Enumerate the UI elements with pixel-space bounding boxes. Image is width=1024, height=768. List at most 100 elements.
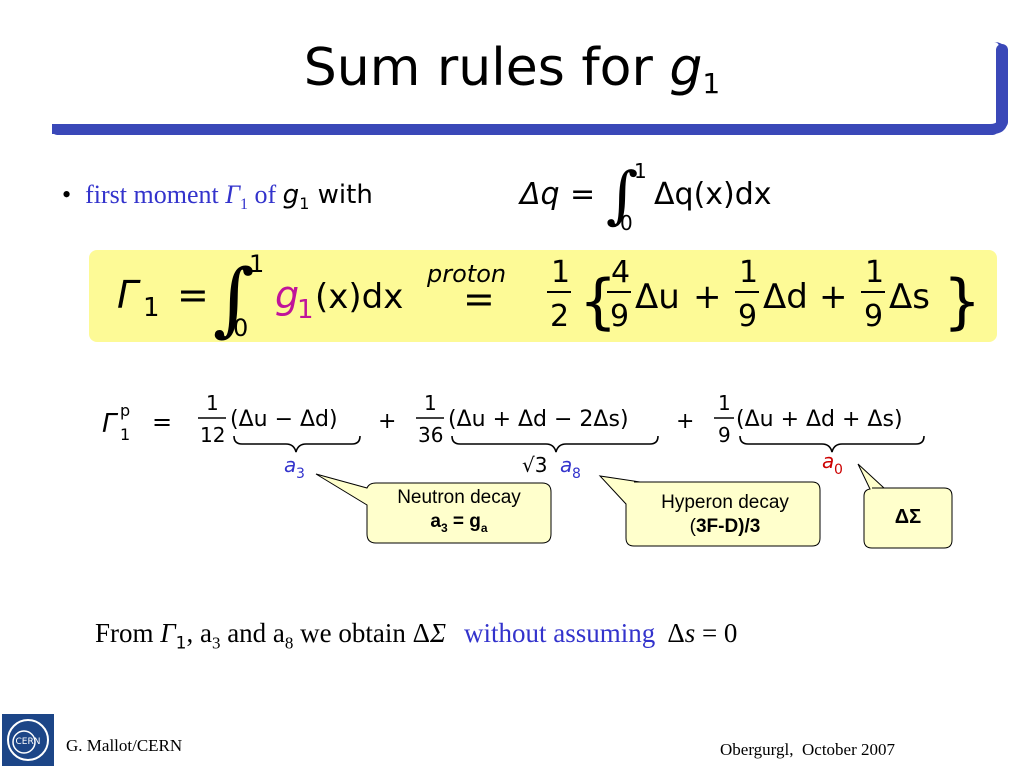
neutron-g-sub: a [480,520,488,535]
decomp-a3-label: a [284,453,296,477]
conclusion-from: From [95,618,161,648]
decomp-a0-label: a [822,449,834,473]
decomp-f1-expr: (Δu − Δd) [230,407,338,432]
decomp-a0-sub: 0 [834,462,843,478]
hyperon-open-paren: ( [689,516,696,537]
main-g-sub: 1 [297,295,314,325]
main-t2-den: 9 [738,299,757,334]
title-text: Sum rules for [303,38,670,98]
main-plus-2: + [819,277,848,317]
callout-sigma: ΔΣ [894,506,922,528]
callout-neutron-shape [315,473,552,544]
callout-neutron: Neutron decay a3 = ga [367,486,551,540]
decomp-f3-den: 9 [718,423,731,447]
main-arg: (x)dx [315,277,403,317]
callout-neutron-line2: a3 = ga [367,510,551,540]
decomp-f2-den: 36 [418,423,443,447]
conclusion-a8-sub: 8 [284,633,294,653]
decomp-f3-num: 1 [718,391,731,415]
main-over-label: proton [426,260,506,288]
cern-logo: CERN [2,714,54,766]
neutron-eq-g: = g [447,511,481,532]
main-g: g [275,273,299,317]
decomp-f2-num: 1 [424,391,437,415]
conclusion-delta: Δ [667,618,685,648]
main-equation: Γ 1 = ∫ 1 0 g 1 (x)dx proton = 1 2 { 4 9… [117,250,981,345]
footer-venue: Obergurgl, October 2007 [720,740,896,759]
conclusion-a: , a [186,618,212,648]
main-t2-term: Δd [763,277,808,317]
callout-hyperon: Hyperon decay (3F-D)/3 [630,491,820,539]
main-equation-box [89,250,997,342]
decomp-f1-den: 12 [200,423,225,447]
main-t1-den: 9 [610,299,629,334]
title-var: g [669,38,703,98]
bullet-gamma: Γ [225,180,240,209]
main-rbrace: } [943,267,981,337]
decomp-plus-2: + [676,409,694,434]
dq-eq: = [570,177,595,212]
bullet-first-moment: •first moment Γ1 of g1 with [62,180,373,214]
dq-integral-sign: ∫ [606,158,638,231]
main-eq2: = [463,277,495,321]
conclusion-a3-sub: 3 [211,633,221,653]
dq-int-upper: 1 [634,159,647,183]
decomp-f1-num: 1 [206,391,219,415]
main-t3-term: Δs [889,277,930,317]
decomp-f1-underbrace [233,435,361,453]
callout-hyperon-shape [598,475,821,547]
bullet-gamma-sub: 1 [240,196,248,214]
bullet-g: g [282,180,300,210]
decomp-f2-expr: (Δu + Δd − 2Δs) [448,407,629,432]
delta-q-equation: Δq = ∫ 1 0 Δq(x)dx [518,158,772,235]
dq-integrand: Δq(x)dx [654,177,772,212]
conclusion-gamma-sub: 1 [175,633,187,654]
callout-hyperon-line2: (3F-D)/3 [630,515,820,539]
main-t2-num: 1 [739,255,758,290]
main-int-upper: 1 [249,250,264,278]
main-integral-sign: ∫ [213,252,255,345]
conclusion-eq-zero: = 0 [695,618,738,648]
conclusion-sigma: Σ [430,618,447,648]
decomp-lhs: Γ [102,409,119,439]
main-eq: = [177,273,209,317]
main-t3-den: 9 [864,299,883,334]
conclusion-and-a: and a [220,618,285,648]
conclusion-gamma: Γ [160,618,176,648]
decomp-f2-underbrace [451,435,659,453]
cern-logo-text: CERN [16,737,41,747]
neutron-a-sub: 3 [440,520,448,535]
bullet-symbol: • [62,180,72,209]
decomp-a8-label: a [560,453,572,477]
title-bar [52,42,1008,135]
hyperon-formula: 3F-D)/3 [695,516,761,537]
callout-hyperon-line1: Hyperon decay [661,492,789,513]
decomp-a8-prefix: √3 [522,453,547,477]
decomposition-equation: Γ p 1 = 1 12 (Δu − Δd) a 3 + 1 36 (Δu + … [102,391,925,482]
callout-neutron-line1: Neutron decay [397,487,521,508]
conclusion-s: s [684,618,696,648]
conclusion-obtain: we obtain Δ [293,618,430,648]
main-plus-1: + [693,277,722,317]
decomp-plus-1: + [378,409,396,434]
main-lhs: Γ [117,273,141,317]
main-t1-num: 4 [611,255,630,290]
decomp-a8-sub: 8 [572,466,581,482]
decomp-eq: = [152,408,172,436]
dq-int-lower: 0 [620,211,633,235]
decomp-f3-expr: (Δu + Δd + Δs) [736,407,903,432]
decomp-a3-sub: 3 [296,466,305,482]
bullet-with: with [309,180,373,210]
conclusion-without-assuming: without assuming [464,618,656,648]
slide-title: Sum rules for g1 [0,38,1024,100]
bullet-g-sub: 1 [299,194,310,214]
dq-lhs: Δq [518,177,560,212]
main-lbrace: { [579,267,617,337]
main-half-den: 2 [550,299,569,334]
main-half-num: 1 [551,255,570,290]
bullet-text-first-moment: first moment [85,180,226,209]
callout-sigma-shape [857,463,953,549]
main-t3-num: 1 [865,255,884,290]
